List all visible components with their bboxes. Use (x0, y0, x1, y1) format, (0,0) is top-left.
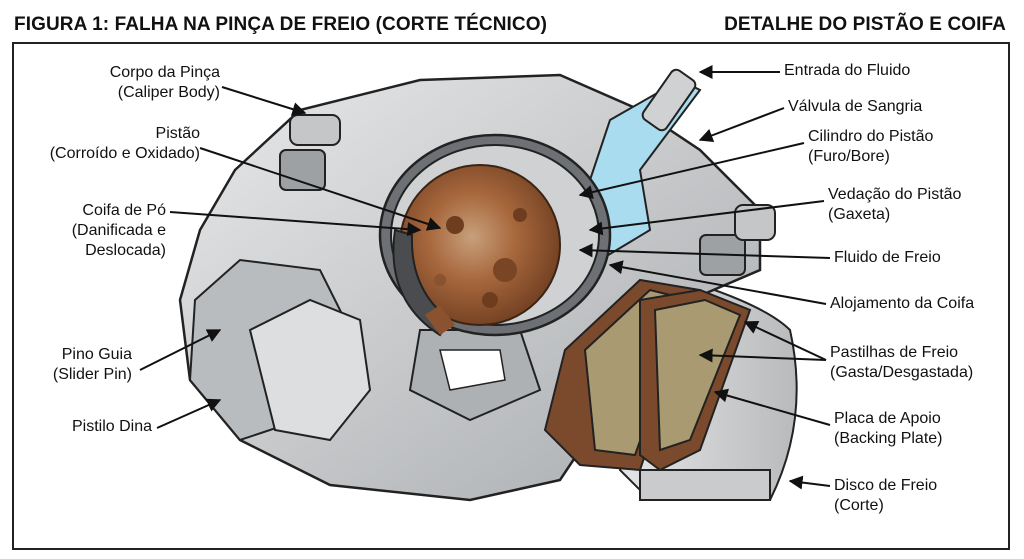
detail-title: DETALHE DO PISTÃO E COIFA (724, 14, 1006, 35)
leader-lines-right (578, 65, 831, 490)
label-piston: Pistão (Corroído e Oxidado) (49, 125, 200, 162)
label-pistilo-dina: Pistilo Dina (71, 418, 152, 435)
label-boot-housing: Alojamento da Coifa (830, 295, 975, 312)
label-brake-disc: Disco de Freio (Corte) (834, 477, 938, 514)
label-dust-boot: Coifa de Pó (Danificada e Deslocada) (71, 202, 166, 259)
figure-title: FIGURA 1: FALHA NA PINÇA DE FREIO (CORTE… (14, 14, 548, 35)
label-piston-cylinder: Cilindro do Pistão (Furo/Bore) (808, 128, 934, 165)
brake-pads (543, 278, 752, 472)
label-brake-fluid: Fluido de Freio (834, 249, 941, 266)
label-fluid-inlet: Entrada do Fluido (784, 62, 911, 79)
label-backing-plate: Placa de Apoio (Backing Plate) (834, 410, 943, 447)
leader-lines-left (139, 86, 442, 429)
label-caliper-body: Corpo da Pinça (Caliper Body) (109, 64, 220, 101)
label-brake-pads: Pastilhas de Freio (Gasta/Desgastada) (830, 344, 974, 381)
label-bleed-valve: Válvula de Sangria (788, 98, 923, 115)
label-slider-pin: Pino Guia (Slider Pin) (52, 346, 132, 383)
damaged-dust-boot (392, 228, 455, 337)
label-piston-seal: Vedação do Pistão (Gaxeta) (828, 186, 962, 223)
